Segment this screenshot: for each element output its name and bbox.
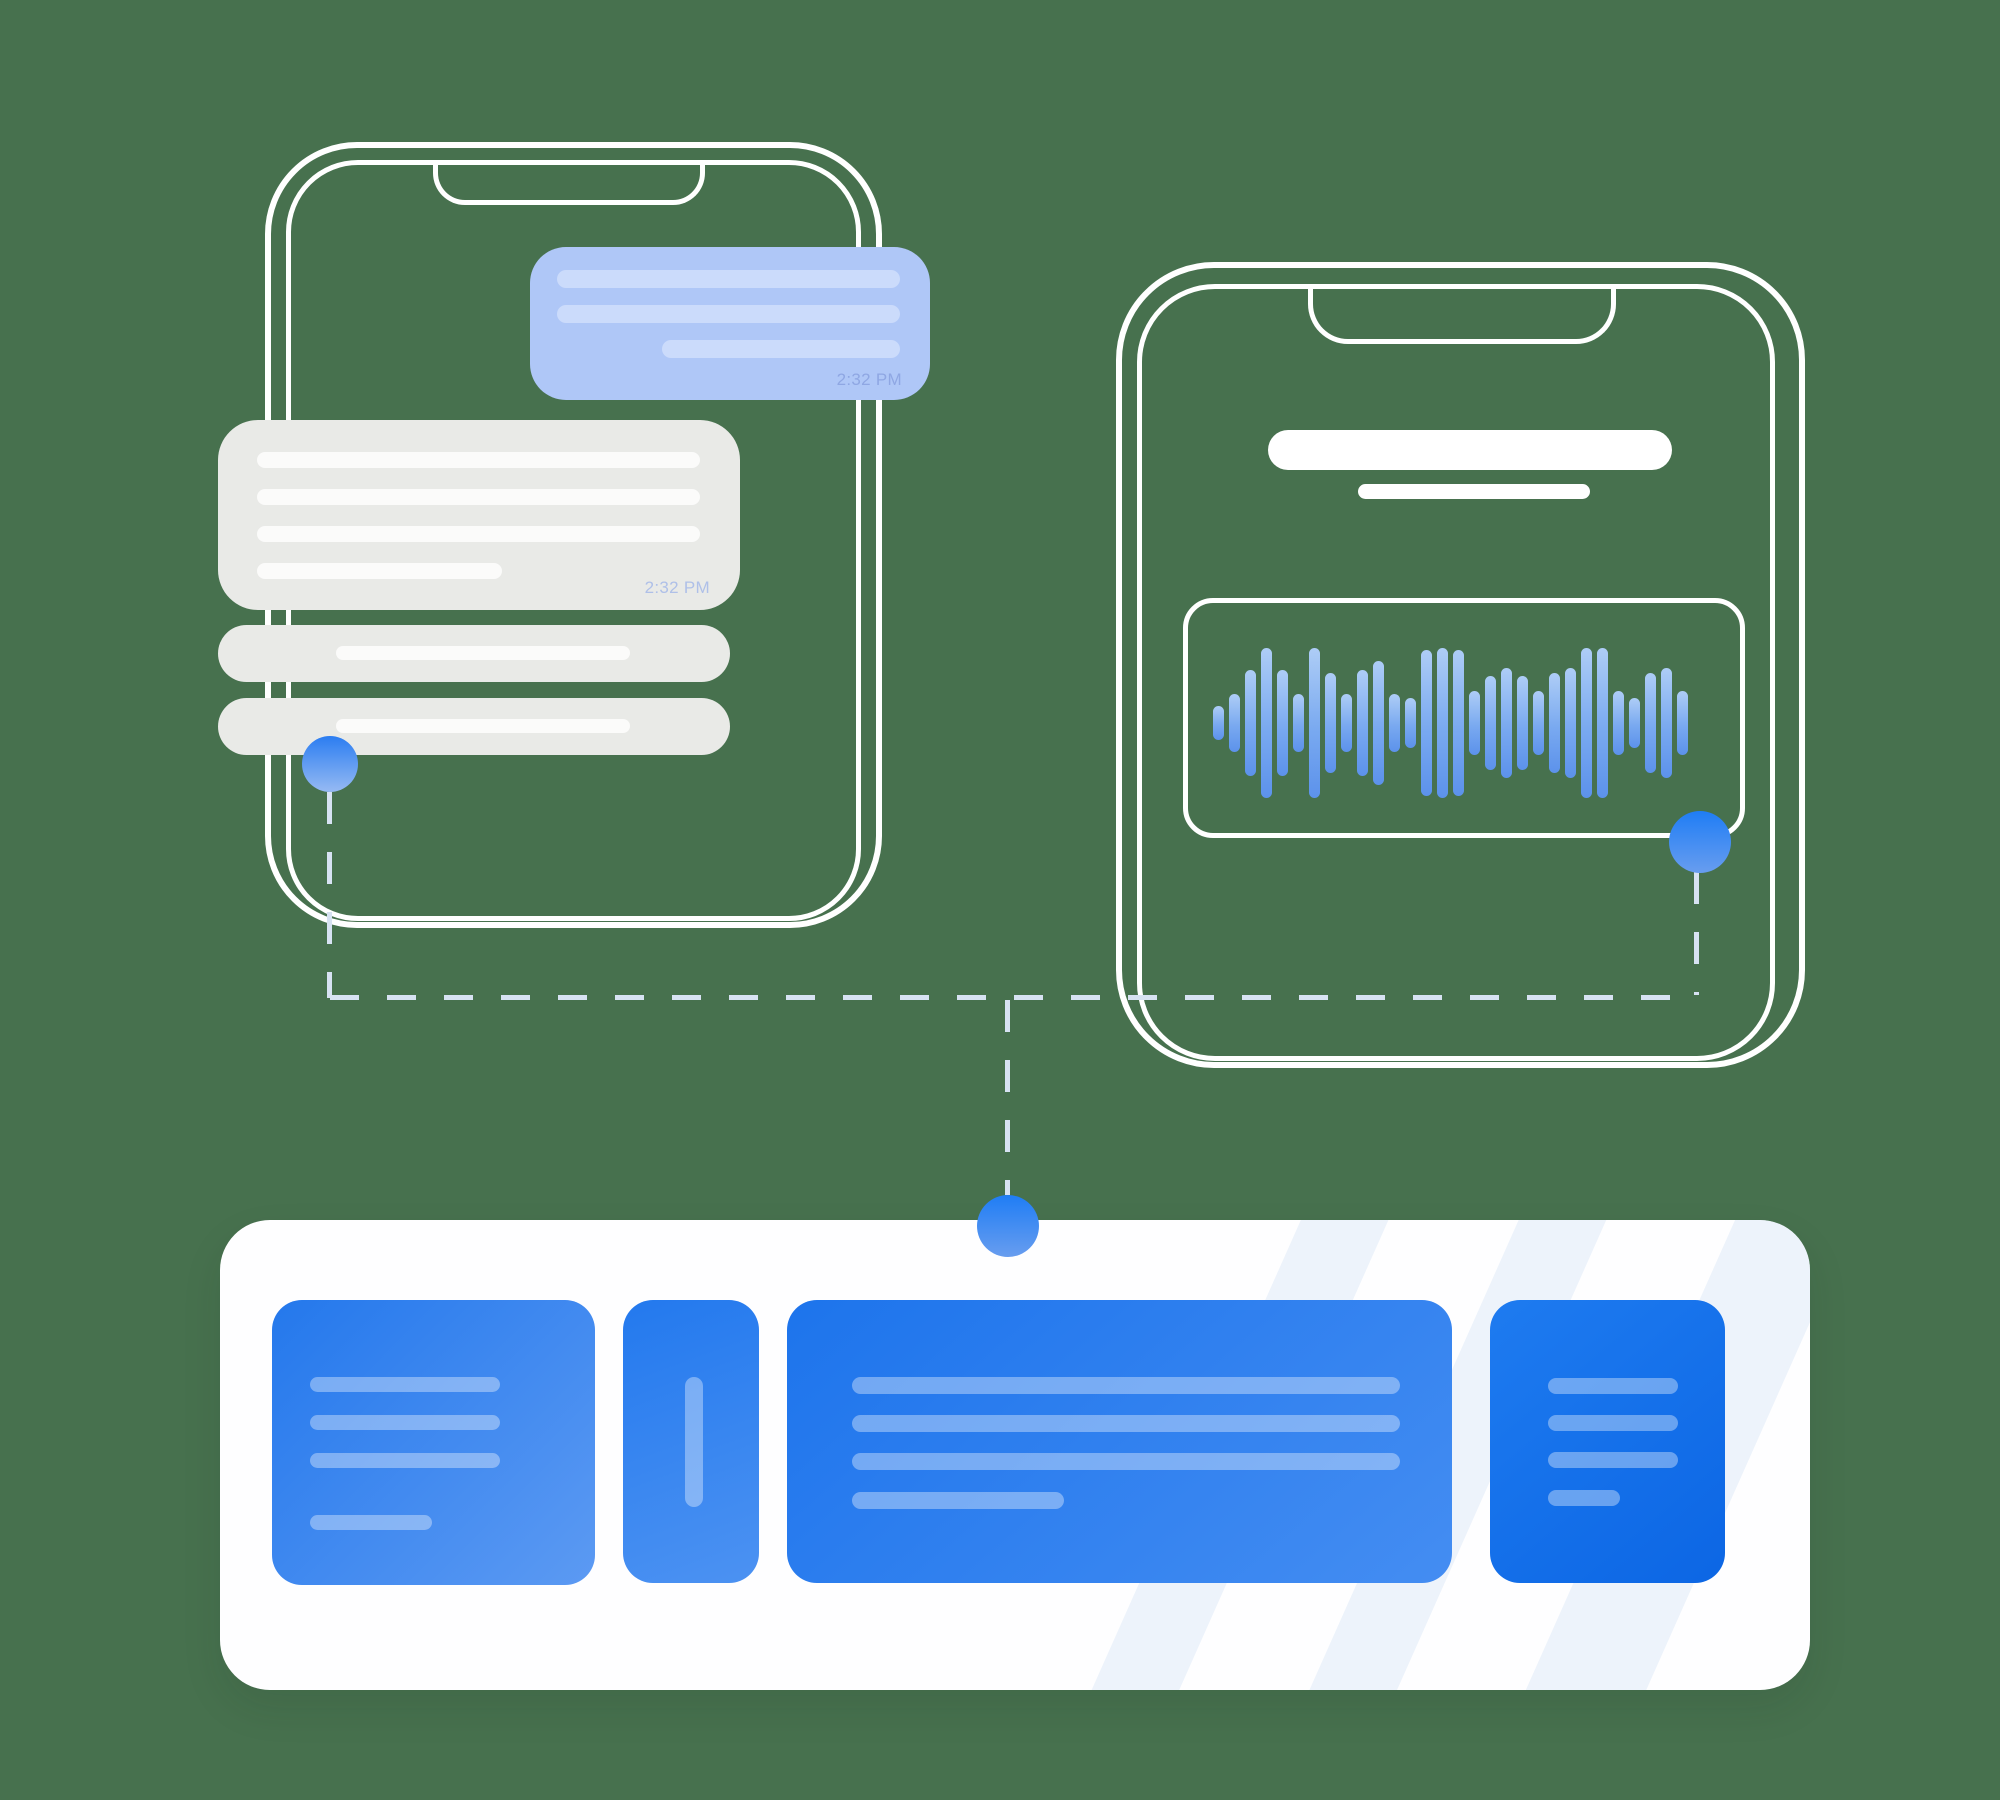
pill-text-line [336, 719, 630, 733]
waveform-bar [1261, 648, 1272, 798]
connector-dot-right [1669, 811, 1731, 873]
waveform-bar [1533, 691, 1544, 755]
waveform-bar [1645, 673, 1656, 773]
center-block-text-line [852, 1492, 1064, 1509]
waveform-bar [1277, 670, 1288, 776]
left-block-text-line [310, 1453, 500, 1468]
received-bubble-text-line [257, 526, 700, 542]
left-block-text-line [310, 1515, 432, 1530]
sent-bubble-text-line [662, 340, 900, 358]
connector-dot-center [977, 1195, 1039, 1257]
panel-block-right [1490, 1300, 1725, 1583]
left-block-text-line [310, 1415, 500, 1430]
waveform-bar [1549, 673, 1560, 773]
right-block-text-line [1548, 1415, 1678, 1431]
center-block-text-line [852, 1415, 1400, 1432]
waveform-bar [1437, 648, 1448, 798]
right-block-text-line [1548, 1490, 1620, 1506]
right-block-text-line [1548, 1378, 1678, 1394]
panel-block-center [787, 1300, 1452, 1583]
connector-dot-left [302, 736, 358, 792]
waveform-bar [1629, 698, 1640, 748]
received-message-timestamp: 2:32 PM [644, 578, 710, 597]
connector-center-vertical [1005, 1000, 1010, 1195]
waveform-bar [1357, 670, 1368, 776]
waveform-bar [1597, 648, 1608, 798]
waveform-bar [1293, 694, 1304, 752]
waveform-bar [1325, 673, 1336, 773]
waveform-bar [1245, 670, 1256, 776]
narrow-block-line [685, 1377, 703, 1507]
connector-horizontal [330, 995, 1697, 1000]
waveform-bar [1421, 650, 1432, 796]
center-block-text-line [852, 1453, 1400, 1470]
waveform-bar [1469, 691, 1480, 755]
waveform-bar [1309, 648, 1320, 798]
voice-screen-title-bar [1358, 484, 1590, 499]
waveform-bar [1581, 648, 1592, 798]
connector-right-vertical [1694, 872, 1699, 995]
received-message-bubble: 2:32 PM [218, 420, 740, 610]
right-phone-screen-outline [1137, 284, 1775, 1061]
waveform-bar [1613, 691, 1624, 755]
sent-message-timestamp: 2:32 PM [836, 370, 902, 389]
right-phone-notch [1308, 284, 1616, 344]
waveform-bar [1501, 668, 1512, 778]
panel-block-left [272, 1300, 595, 1585]
sent-bubble-text-line [557, 305, 900, 323]
received-bubble-text-line [257, 452, 700, 468]
pill-text-line [336, 646, 630, 660]
waveform-bar [1565, 668, 1576, 778]
received-bubble-text-line [257, 489, 700, 505]
waveform-bar [1389, 694, 1400, 752]
panel-block-narrow [623, 1300, 759, 1583]
waveform-bar [1453, 650, 1464, 796]
waveform-bar [1677, 691, 1688, 755]
connector-left-vertical [327, 792, 332, 998]
waveform-bar [1229, 694, 1240, 752]
sent-bubble-text-line [557, 270, 900, 288]
waveform-bar [1405, 698, 1416, 748]
waveform-bar [1341, 694, 1352, 752]
voice-note-outline [1183, 598, 1745, 838]
left-block-text-line [310, 1377, 500, 1392]
waveform-bar [1485, 676, 1496, 770]
waveform-bar [1517, 676, 1528, 770]
waveform-bar [1213, 706, 1224, 740]
waveform-bar [1661, 668, 1672, 778]
right-phone-body-outline [1116, 262, 1805, 1068]
left-phone-notch [433, 160, 705, 205]
received-bubble-text-line [257, 563, 502, 579]
right-block-text-line [1548, 1452, 1678, 1468]
voice-screen-title-bar [1268, 430, 1672, 470]
center-block-text-line [852, 1377, 1400, 1394]
waveform-bar [1373, 661, 1384, 785]
